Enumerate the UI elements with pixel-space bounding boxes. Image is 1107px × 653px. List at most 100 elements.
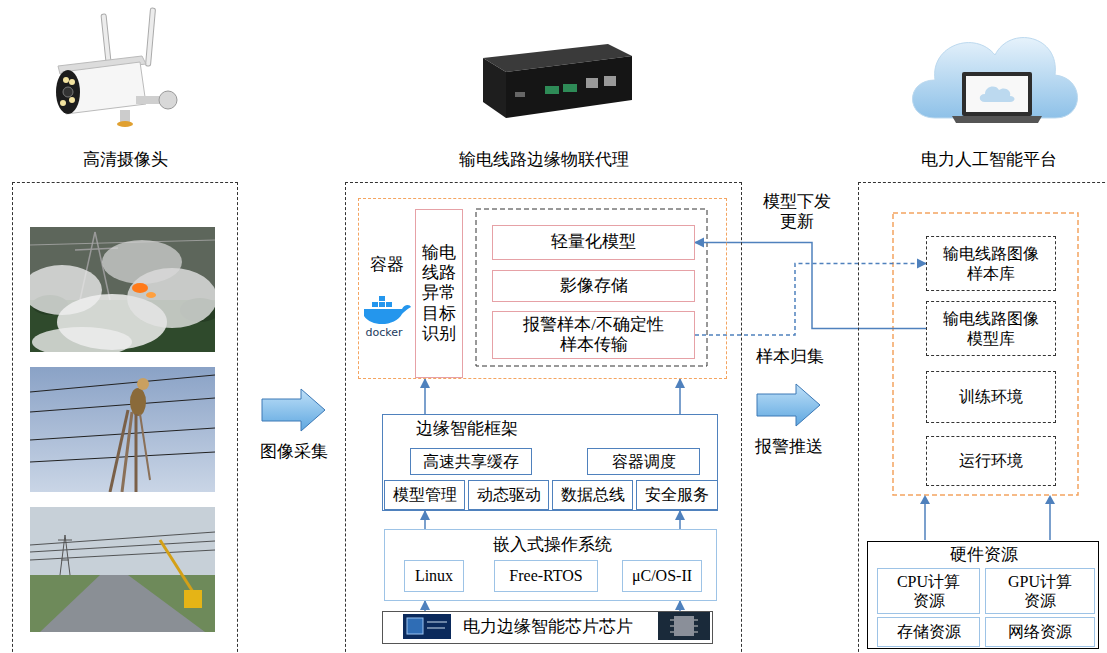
device-illustration — [506, 56, 632, 118]
edge-label: 图像采集 — [258, 442, 330, 462]
function-box: 容器调度 — [587, 448, 700, 475]
support-arrow — [1049, 503, 1051, 540]
os-box: 嵌入式操作系统LinuxFree-RTOSμC/OS-II — [384, 529, 717, 601]
device-illustration — [483, 44, 632, 118]
box-label: CPU计算 资源 — [884, 572, 974, 610]
fire-photo — [146, 292, 156, 298]
crane-photo — [40, 575, 205, 632]
box-label: 网络资源 — [1008, 622, 1072, 641]
fire-photo — [102, 240, 182, 284]
worker-photo — [130, 388, 146, 416]
edge-label: 样本归集 — [754, 347, 826, 367]
module-box: 影像存储 — [492, 270, 695, 302]
worker-photo — [30, 367, 215, 492]
region-panel: 输电线路边缘物联代理容器输电 线路 异常 目标 识别轻量化模型影像存储报警样本/… — [345, 182, 742, 653]
camera-illustration — [145, 8, 155, 66]
box-label: 影像存储 — [560, 276, 628, 296]
box-label: 轻量化模型 — [551, 232, 636, 252]
docker-logo — [364, 305, 411, 324]
device-illustration — [563, 84, 577, 92]
box-label: 运行环境 — [959, 451, 1023, 470]
box-label: GPU计算 资源 — [995, 572, 1085, 610]
box-label: 存储资源 — [897, 622, 961, 641]
worker-photo — [110, 410, 128, 492]
cloud-illustration — [980, 87, 1015, 102]
box-title: 容器 — [370, 255, 404, 275]
camera-illustration — [63, 87, 73, 97]
hardware-box: 硬件资源CPU计算 资源GPU计算 资源存储资源网络资源 — [867, 541, 1099, 649]
support-arrow — [1045, 495, 1055, 504]
chip-box: 电力边缘智能芯片芯片 — [382, 611, 713, 644]
crane-photo — [30, 550, 215, 560]
docker-logo — [379, 302, 385, 307]
box-label: 高速共享缓存 — [423, 452, 519, 471]
flow-arrow — [695, 243, 926, 329]
chip-pictures — [674, 616, 694, 636]
function-box: 动态驱动 — [468, 480, 549, 510]
camera-illustration — [60, 100, 66, 106]
flow-arrow — [679, 601, 681, 611]
support-arrow — [920, 495, 930, 504]
camera-illustration — [69, 79, 75, 85]
box-label: 电力边缘智能芯片芯片 — [463, 617, 633, 637]
region-panel: 高清摄像头 — [12, 182, 238, 653]
box-label: μC/OS-II — [632, 566, 692, 585]
edge-label: 报警推送 — [753, 437, 825, 457]
crane-photo — [160, 540, 193, 592]
group-outline — [476, 209, 707, 366]
function-box: 数据总线 — [552, 480, 633, 510]
crane-photo — [184, 590, 202, 608]
worker-photo — [137, 378, 149, 390]
worker-photo — [135, 414, 138, 492]
worker-photo — [30, 398, 215, 412]
platform-box: 运行环境 — [926, 436, 1056, 486]
docker-logo — [364, 296, 411, 324]
docker-logo — [386, 302, 392, 307]
module-box: 轻量化模型 — [492, 225, 695, 260]
logo-text: docker — [365, 326, 402, 339]
device-illustration — [515, 92, 525, 97]
resource-box: 存储资源 — [877, 617, 980, 647]
flow-arrow — [424, 601, 426, 611]
cloud-illustration — [962, 72, 1032, 116]
block-arrow — [757, 384, 820, 426]
flow-arrow — [695, 264, 926, 336]
fire-photo — [32, 327, 132, 352]
fire-photo — [30, 227, 215, 352]
panel-heading: 电力人工智能平台 — [859, 150, 1107, 170]
module-box: 输电 线路 异常 目标 识别 — [415, 209, 463, 378]
worker-photo — [122, 412, 132, 492]
crane-photo — [30, 507, 215, 632]
group-outline — [476, 209, 1078, 495]
crane-photo — [58, 535, 72, 575]
box-label: 训练环境 — [959, 387, 1023, 406]
block-arrow — [262, 389, 325, 431]
camera-illustration — [159, 91, 177, 109]
edge-label: 模型下发 更新 — [755, 192, 839, 233]
box-label: 数据总线 — [561, 485, 625, 504]
chip-pictures — [403, 614, 451, 639]
box-label: 容器调度 — [612, 452, 676, 471]
cloud-illustration — [913, 38, 1078, 118]
group-outline — [893, 213, 1078, 495]
flow-arrow — [424, 511, 426, 529]
box-label: 输电线路图像 模型库 — [936, 309, 1046, 347]
function-box: 安全服务 — [636, 480, 718, 510]
os-item: Free-RTOS — [494, 560, 598, 592]
device-illustration — [586, 78, 598, 88]
platform-box: 输电线路图像 样本库 — [926, 236, 1056, 291]
box-label: 模型管理 — [393, 485, 457, 504]
function-box: 模型管理 — [384, 480, 465, 510]
worker-photo — [30, 375, 215, 392]
panel-heading: 输电线路边缘物联代理 — [346, 150, 741, 170]
chip-pictures — [427, 622, 447, 623]
fire-photo — [132, 283, 148, 293]
box-label: 安全服务 — [645, 485, 709, 504]
camera-illustration — [56, 8, 177, 127]
support-arrow — [920, 495, 1055, 540]
support-arrow — [924, 503, 926, 540]
box-label: Free-RTOS — [509, 566, 582, 585]
box-label: 输电线路图像 样本库 — [936, 244, 1046, 282]
crane-photo — [30, 507, 215, 632]
